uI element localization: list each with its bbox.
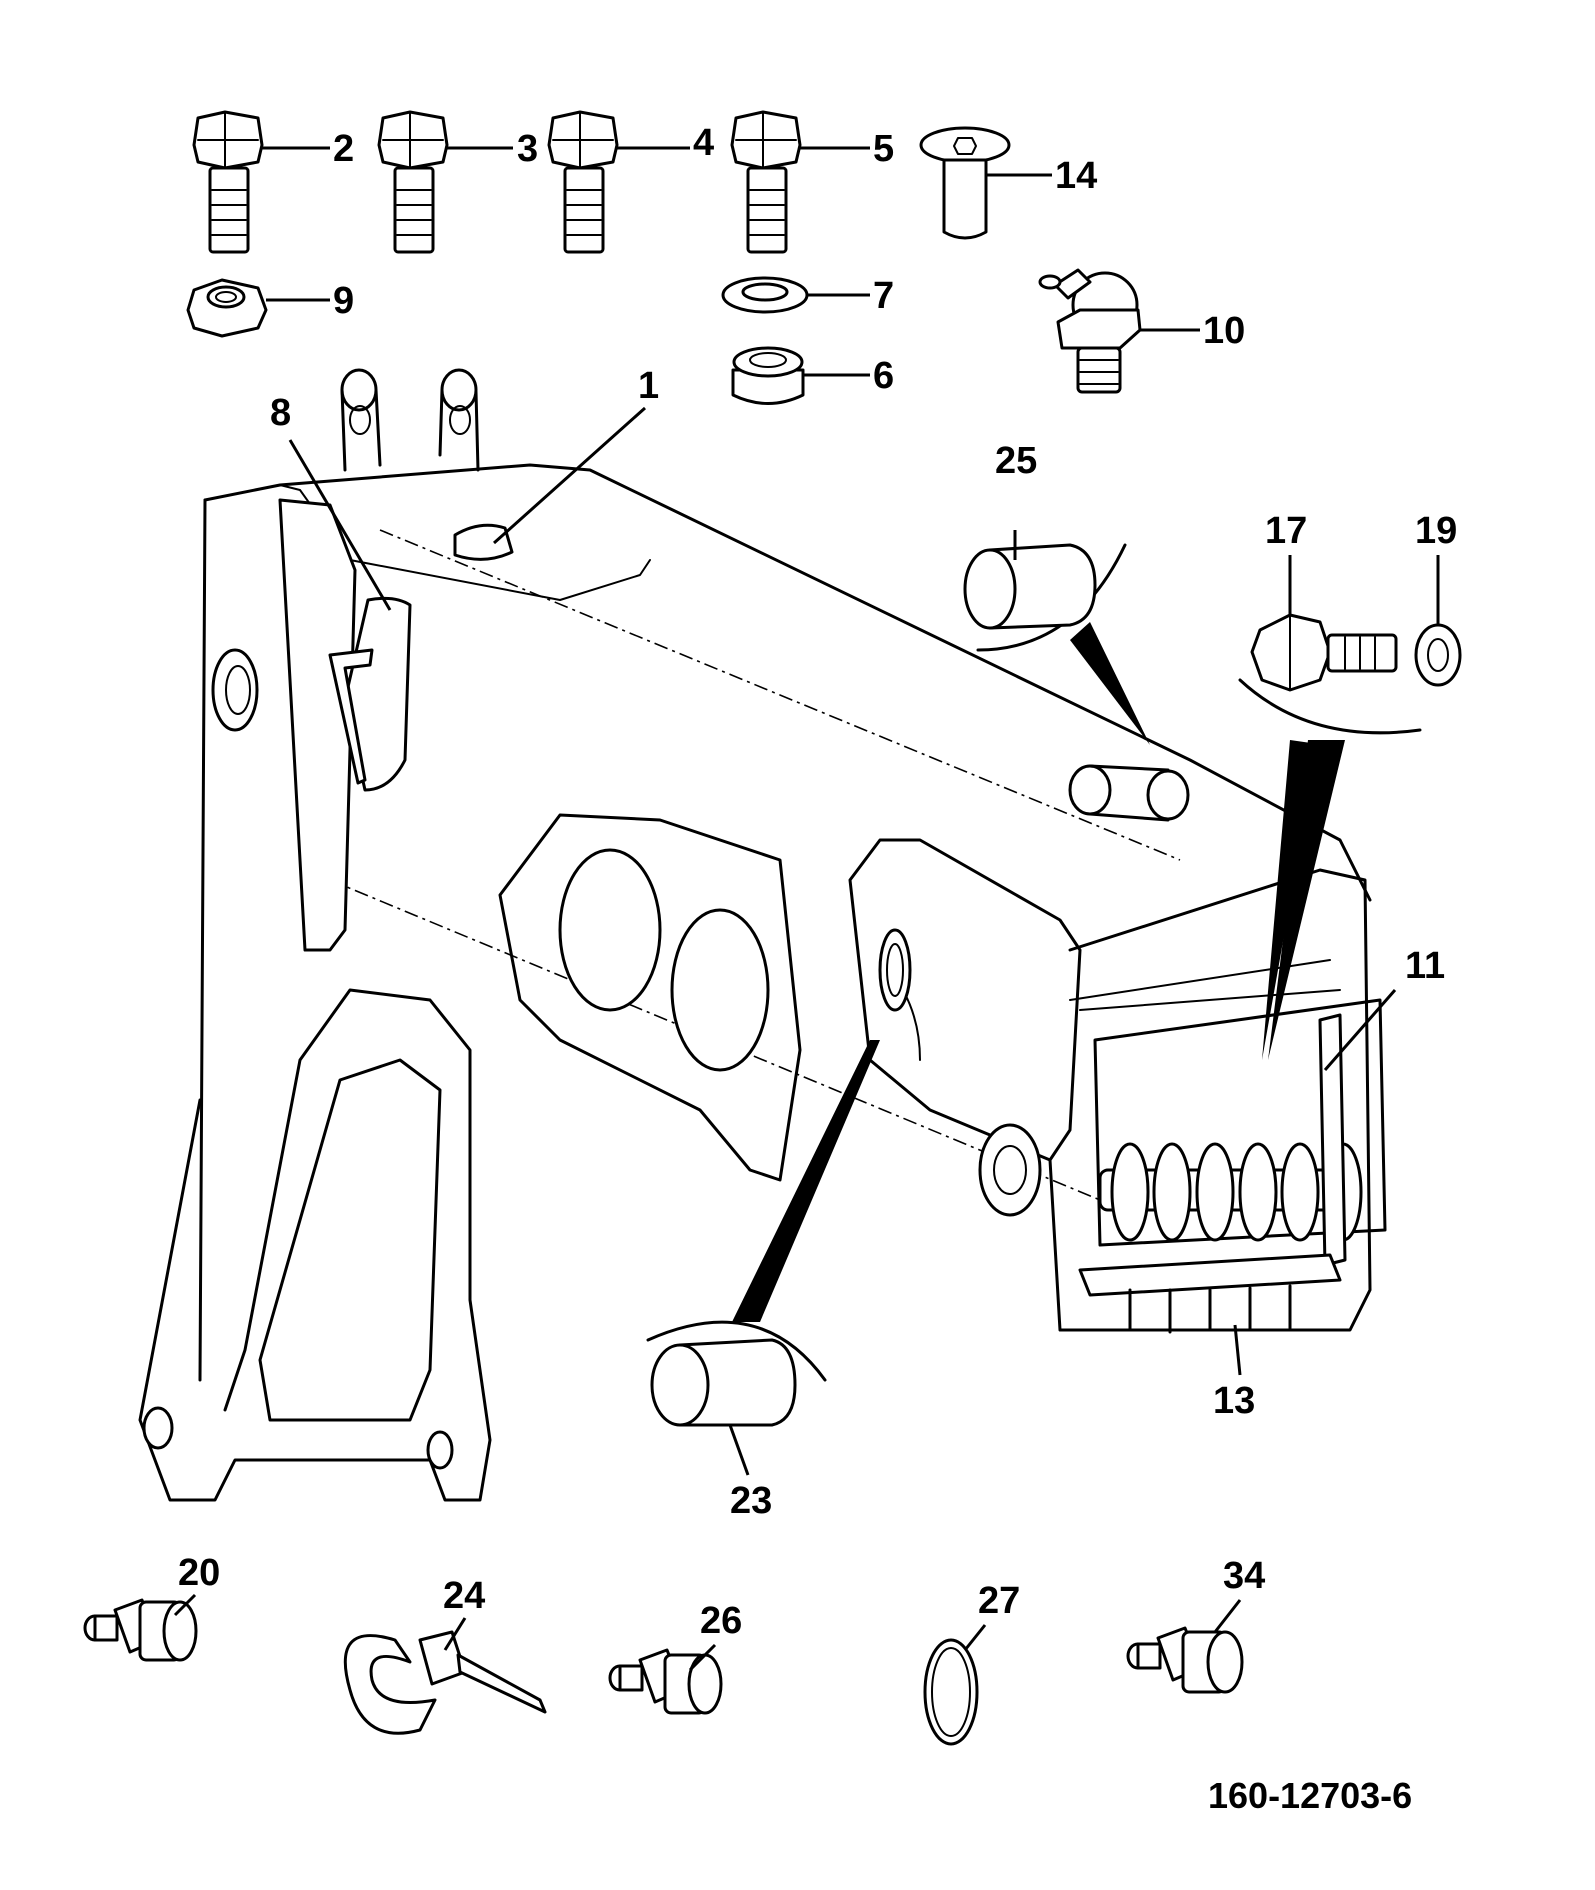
callout-26: 26 [700,1600,742,1642]
boom-assembly [138,368,1387,1502]
drawing-code: 160-12703-6 [1208,1775,1412,1816]
nut-9 [186,278,268,338]
callout-24: 24 [443,1575,485,1617]
callout-5: 5 [873,128,894,170]
callout-10: 10 [1203,310,1245,352]
o-ring-27 [923,1638,979,1746]
callout-4: 4 [693,122,714,164]
callout-27: 27 [978,1580,1020,1622]
callout-34: 34 [1223,1555,1265,1597]
callout-6: 6 [873,355,894,397]
callout-14: 14 [1055,155,1097,197]
callout-9: 9 [333,280,354,322]
callout-1: 1 [638,365,659,407]
countersunk-screw-14 [919,126,1011,240]
callout-11: 11 [1405,945,1445,987]
bushing-25-detail [963,543,1150,745]
bolt-4 [547,110,619,254]
washer-7 [721,276,809,314]
callout-labels: 2 3 4 5 14 9 7 6 10 1 8 25 17 19 11 13 2… [178,122,1457,1816]
callout-13: 13 [1213,1380,1255,1422]
plug-20 [83,1598,198,1662]
callout-19: 19 [1415,510,1457,552]
bolt-3 [377,110,449,254]
callout-17: 17 [1265,510,1307,552]
cable-tie-24 [343,1630,547,1735]
roller-stack [1098,1142,1363,1242]
callout-8: 8 [270,392,291,434]
callout-20: 20 [178,1552,220,1594]
bushing-23-detail [646,1040,880,1427]
callout-25: 25 [995,440,1037,482]
callout-23: 23 [730,1480,772,1522]
bolt-5 [730,110,802,254]
callout-3: 3 [517,128,538,170]
leader-lines [173,146,1440,1672]
plug-34 [1126,1626,1244,1694]
plug-26 [608,1648,723,1715]
callout-7: 7 [873,275,894,317]
callout-2: 2 [333,128,354,170]
grease-nipple-10 [1038,268,1142,394]
locknut-6 [731,346,805,405]
bolt-17-washer-19-detail [1238,613,1462,1060]
bolt-2 [192,110,264,254]
